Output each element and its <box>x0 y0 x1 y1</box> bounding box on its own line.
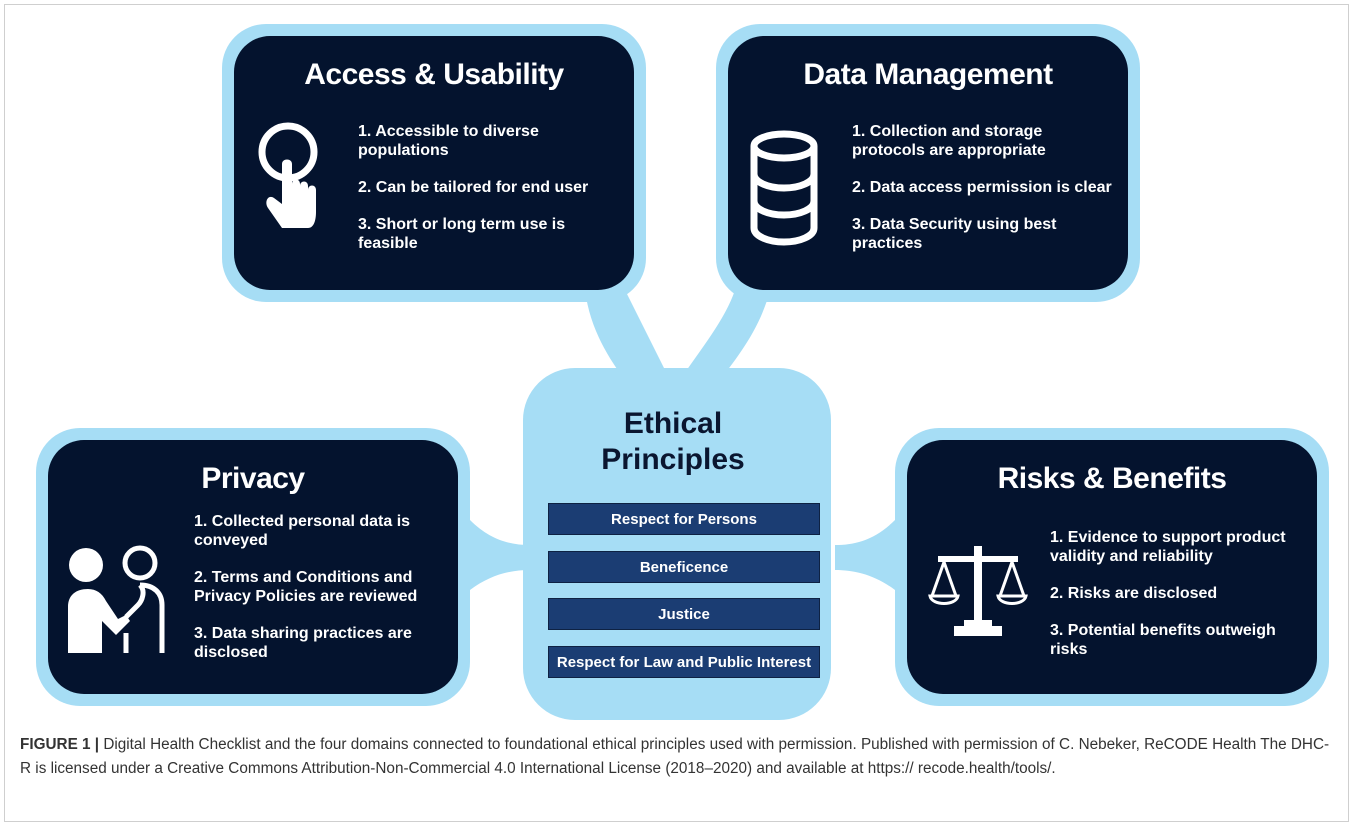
figure-caption: FIGURE 1 | Digital Health Checklist and … <box>20 733 1340 781</box>
connector-data <box>680 290 770 380</box>
privacy-item: 2. Terms and Conditions and Privacy Poli… <box>194 569 418 605</box>
touch-icon <box>258 122 318 228</box>
data-item: 2. Data access permission is clear <box>852 179 1112 196</box>
data-title: Data Management <box>803 58 1053 91</box>
caption-text: Digital Health Checklist and the four do… <box>20 736 1330 777</box>
data-items: 1. Collection and storage protocols are … <box>852 122 1112 271</box>
access-item: 2. Can be tailored for end user <box>358 179 589 196</box>
privacy-items: 1. Collected personal data is conveyed 2… <box>194 512 444 680</box>
center-title-line1: Ethical <box>623 407 723 440</box>
principle-pill: Beneficence <box>548 551 820 583</box>
connector-access <box>585 290 670 380</box>
risks-item: 1. Evidence to support product validity … <box>1050 529 1286 565</box>
center-title-line2: Principles <box>601 443 745 476</box>
box-risks <box>907 440 1317 694</box>
risks-item: 2. Risks are disclosed <box>1050 585 1218 602</box>
data-item: 1. Collection and storage protocols are … <box>852 123 1046 159</box>
privacy-item: 1. Collected personal data is conveyed <box>194 513 411 549</box>
access-items: 1. Accessible to diverse populations 2. … <box>358 122 628 271</box>
access-item: 1. Accessible to diverse populations <box>358 123 539 159</box>
connector-risks <box>835 520 895 590</box>
principle-pill: Respect for Law and Public Interest <box>548 646 820 678</box>
access-title: Access & Usability <box>304 58 564 91</box>
scale-icon <box>928 546 1028 636</box>
center-title: Ethical Principles <box>523 406 823 478</box>
handshake-icon <box>68 545 165 653</box>
risks-title: Risks & Benefits <box>997 462 1227 495</box>
connector-privacy <box>470 520 530 590</box>
caption-label: FIGURE 1 | <box>20 736 100 753</box>
data-item: 3. Data Security using best practices <box>852 216 1057 252</box>
box-privacy <box>48 440 458 694</box>
figure-frame <box>4 4 1349 822</box>
privacy-title: Privacy <box>201 462 305 495</box>
database-icon <box>750 130 818 246</box>
risks-items: 1. Evidence to support product validity … <box>1050 528 1300 677</box>
box-data <box>728 36 1128 290</box>
principle-pill: Justice <box>548 598 820 630</box>
box-access <box>234 36 634 290</box>
risks-item: 3. Potential benefits outweigh risks <box>1050 622 1276 658</box>
principle-pill: Respect for Persons <box>548 503 820 535</box>
privacy-item: 3. Data sharing practices are disclosed <box>194 625 412 661</box>
access-item: 3. Short or long term use is feasible <box>358 216 566 252</box>
center-panel <box>523 368 831 720</box>
